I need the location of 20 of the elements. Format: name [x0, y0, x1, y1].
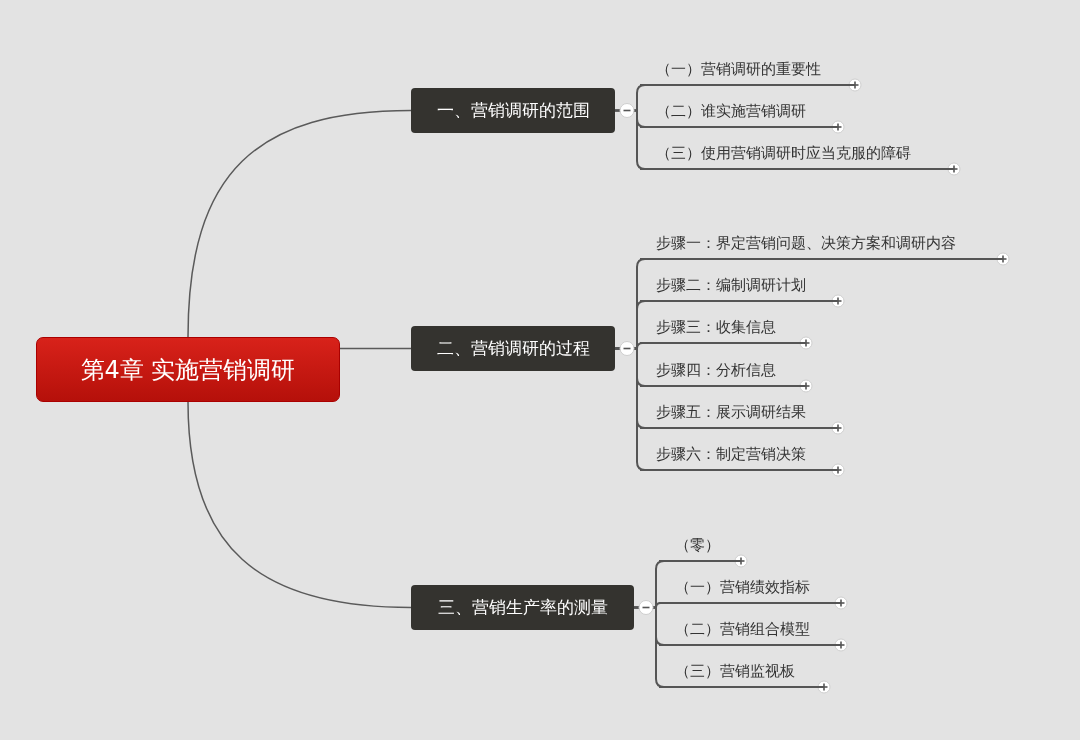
subtopic-label: 步骤四：分析信息 — [640, 355, 806, 387]
connector-line — [339, 347, 412, 350]
subtopic-label: （一）营销调研的重要性 — [640, 54, 855, 86]
connector-line — [187, 401, 412, 609]
subtopic-label: 步骤六：制定营销决策 — [640, 439, 838, 471]
subtopic-label: 步骤二：编制调研计划 — [640, 270, 838, 302]
subtopic-label: （零） — [659, 530, 741, 562]
subtopic-label: 步骤一：界定营销问题、决策方案和调研内容 — [640, 228, 1003, 260]
branch-box: 一、营销调研的范围 — [411, 88, 615, 133]
branch-box: 三、营销生产率的测量 — [411, 585, 634, 630]
subtopic-label: （三）营销监视板 — [659, 656, 824, 688]
subtopic-label: （二）谁实施营销调研 — [640, 96, 838, 128]
subtopic-label: 步骤三：收集信息 — [640, 312, 806, 344]
subtopic-label: （二）营销组合模型 — [659, 614, 841, 646]
branch-box: 二、营销调研的过程 — [411, 326, 615, 371]
connector-line — [187, 109, 412, 338]
subtopic-label: （一）营销绩效指标 — [659, 572, 841, 604]
subtopic-label: （三）使用营销调研时应当克服的障碍 — [640, 138, 954, 170]
subtopic-label: 步骤五：展示调研结果 — [640, 397, 838, 429]
topic-box: 第4章 实施营销调研 — [36, 337, 340, 402]
